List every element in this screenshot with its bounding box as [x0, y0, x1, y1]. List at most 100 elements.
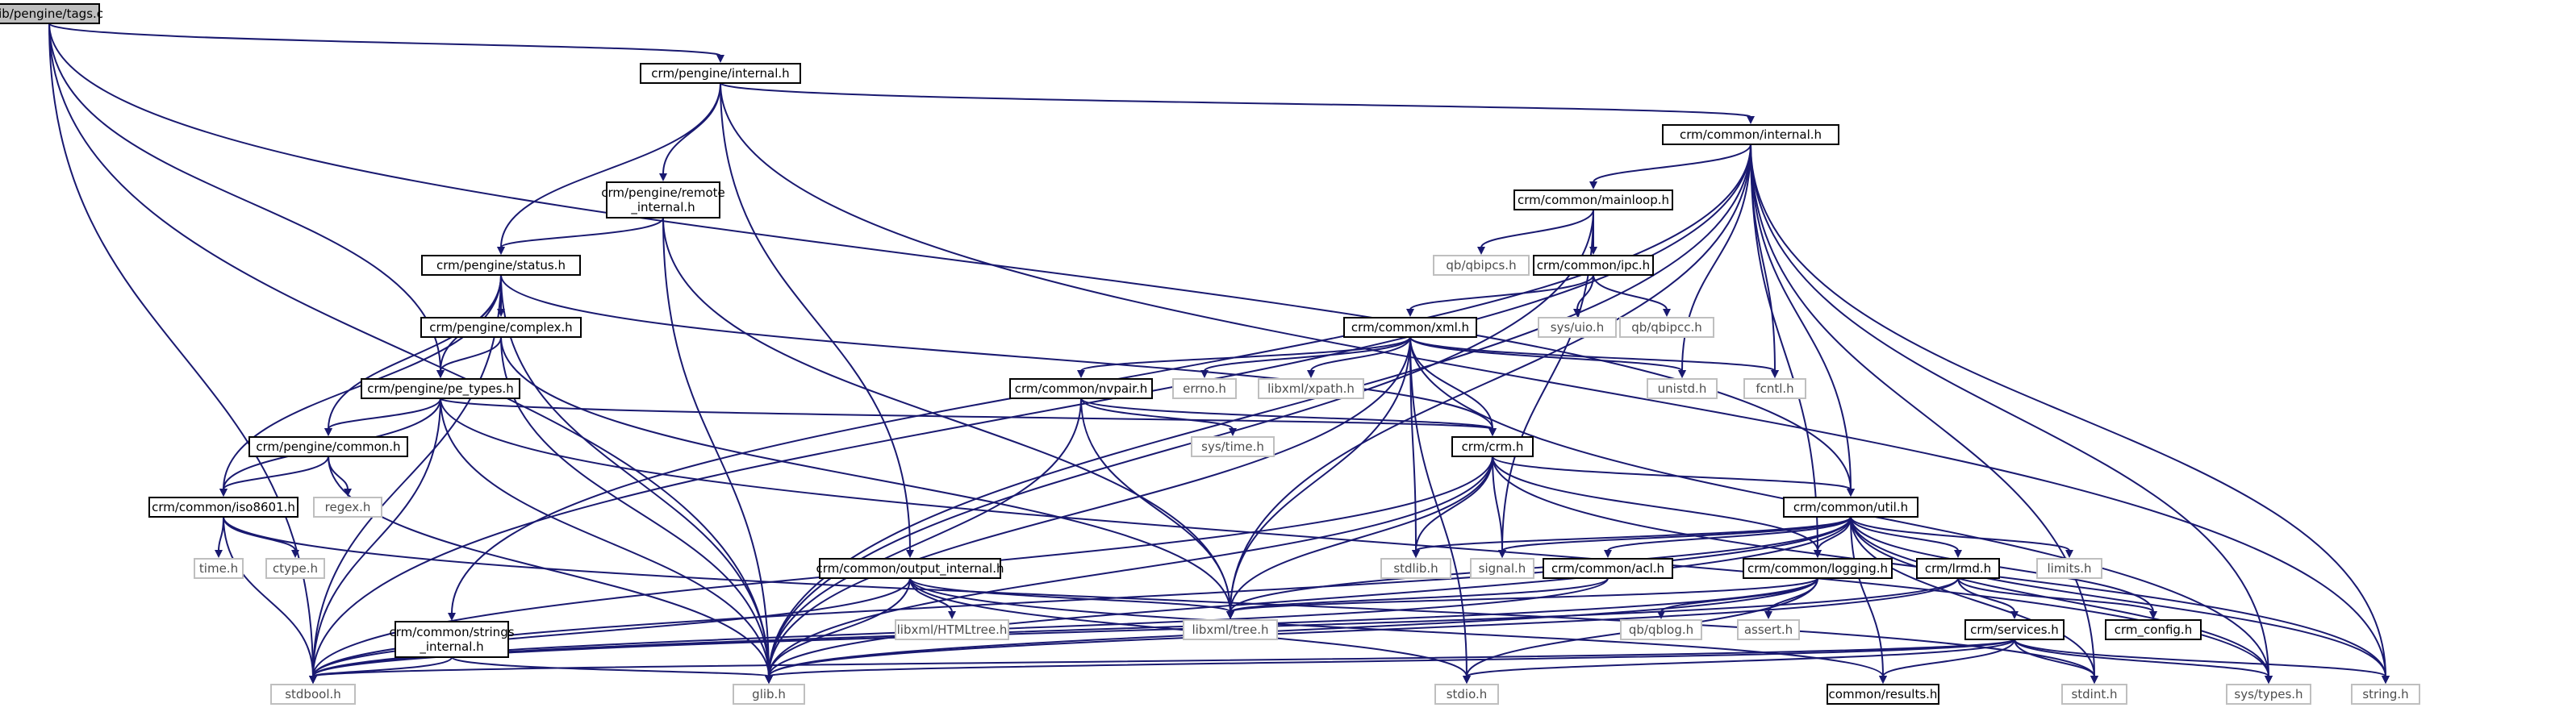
edge-tags_c-to-stdbool: [48, 23, 317, 684]
node-label: _internal.h: [419, 639, 483, 655]
edge-pe_types-to-systypes: [440, 398, 2273, 684]
node-label: crm/common/iso8601.h: [152, 500, 295, 514]
node-label: crm/common/xml.h: [1351, 320, 1469, 335]
node-ipc[interactable]: crm/common/ipc.h: [1533, 255, 1654, 276]
node-label: qb/qblog.h: [1629, 622, 1693, 637]
node-util[interactable]: crm/common/util.h: [1783, 497, 1918, 518]
edge-ipc-to-xml: [1406, 274, 1594, 317]
node-string: string.h: [2351, 684, 2420, 705]
node-label: stdlib.h: [1393, 561, 1438, 576]
edge-services-to-stdbool: [309, 639, 2015, 684]
node-mainloop[interactable]: crm/common/mainloop.h: [1513, 189, 1673, 210]
node-stdio: stdio.h: [1434, 684, 1499, 705]
node-pe-internal[interactable]: crm/pengine/internal.h: [640, 63, 801, 84]
node-label: crm/common/strings: [389, 625, 514, 639]
edge-lrmd-to-crm_config: [1957, 577, 2157, 619]
node-label: crm/pengine/pe_types.h: [367, 381, 513, 397]
node-label: crm/pengine/remote: [601, 185, 725, 200]
node-label: crm/common/output_internal.h: [816, 561, 1004, 577]
node-remote-internal[interactable]: crm/pengine/remote_internal.h: [601, 181, 725, 219]
edge-services-to-results: [1879, 639, 2015, 684]
node-pe-common[interactable]: crm/pengine/common.h: [248, 436, 408, 457]
edge-ipc-to-sysuio: [1573, 274, 1594, 317]
node-tags-c: lib/pengine/tags.c: [0, 3, 103, 24]
node-label: unistd.h: [1658, 381, 1707, 396]
edge-nvpair-to-crm: [1080, 398, 1497, 436]
edge-common_internal-to-mainloop: [1589, 144, 1751, 189]
node-label: sys/time.h: [1201, 439, 1264, 454]
edge-iso8601-to-stdbool: [223, 516, 317, 684]
node-label: crm/common/logging.h: [1747, 561, 1888, 576]
edge-util-to-signal: [1498, 516, 1852, 558]
node-label: glib.h: [752, 687, 786, 701]
edge-util-to-stdlib: [1412, 516, 1852, 558]
node-sysuio: sys/uio.h: [1538, 317, 1617, 338]
graph-nodes: lib/pengine/tags.c crm/pengine/internal.h…: [0, 3, 2420, 705]
node-label: crm/crm.h: [1462, 439, 1524, 454]
edge-xml-to-errno: [1200, 336, 1411, 378]
edge-complex-to-pe_types: [436, 336, 502, 378]
node-strings-internal[interactable]: crm/common/strings_internal.h: [389, 621, 515, 658]
edge-nvpair-to-systime: [1080, 398, 1237, 436]
edge-services-to-string: [2014, 639, 2390, 684]
node-acl[interactable]: crm/common/acl.h: [1543, 558, 1673, 579]
node-label: crm/pengine/status.h: [436, 258, 566, 273]
edge-pe_types-to-crm: [440, 398, 1497, 436]
node-lrmd[interactable]: crm/lrmd.h: [1916, 558, 2000, 579]
edge-ipc-to-qbipcc: [1593, 274, 1671, 317]
edge-mainloop-to-qbipcs: [1477, 209, 1594, 255]
node-fcntl: fcntl.h: [1743, 378, 1806, 399]
node-glib: glib.h: [733, 684, 805, 705]
node-label: crm/common/mainloop.h: [1518, 193, 1669, 207]
node-complex[interactable]: crm/pengine/complex.h: [420, 317, 582, 338]
node-label: crm_config.h: [2115, 622, 2192, 638]
node-services[interactable]: crm/services.h: [1964, 619, 2065, 640]
node-unistd: unistd.h: [1647, 378, 1718, 399]
edge-xml-to-fcntl: [1409, 336, 1779, 378]
node-logging[interactable]: crm/common/logging.h: [1743, 558, 1893, 579]
edge-common_internal-to-util: [1750, 144, 1855, 497]
node-status[interactable]: crm/pengine/status.h: [421, 255, 581, 276]
node-common-internal[interactable]: crm/common/internal.h: [1662, 124, 1839, 145]
node-stdlib: stdlib.h: [1380, 558, 1451, 579]
node-qbipcc: qb/qbipcc.h: [1619, 317, 1714, 338]
node-qbipcs: qb/qbipcs.h: [1433, 255, 1530, 276]
node-iso8601[interactable]: crm/common/iso8601.h: [148, 497, 299, 518]
edge-xml-to-unistd: [1409, 336, 1686, 378]
edge-remote_internal-to-glib: [662, 217, 773, 684]
node-errno: errno.h: [1172, 378, 1237, 399]
edge-output_internal-to-tree: [909, 577, 1234, 619]
node-label: ctype.h: [273, 561, 318, 576]
node-crm-config[interactable]: crm_config.h: [2105, 619, 2202, 640]
node-label: stdio.h: [1447, 687, 1488, 701]
node-label: crm/pengine/common.h: [256, 439, 400, 454]
edge-acl-to-tree: [1226, 577, 1609, 619]
node-label: stdbool.h: [285, 687, 341, 701]
node-label: crm/pengine/internal.h: [651, 66, 789, 81]
node-pe-types[interactable]: crm/pengine/pe_types.h: [361, 378, 520, 399]
edge-util-to-stdbool: [309, 516, 1852, 684]
node-label: _internal.h: [630, 200, 695, 215]
node-label: crm/common/ipc.h: [1537, 258, 1650, 273]
edge-xml-to-nvpair: [1077, 336, 1411, 378]
edge-nvpair-to-tree: [1080, 398, 1234, 619]
edge-util-to-lrmd: [1850, 516, 1962, 558]
node-label: qb/qbipcc.h: [1631, 320, 1702, 335]
node-xml[interactable]: crm/common/xml.h: [1343, 317, 1477, 338]
node-nvpair[interactable]: crm/common/nvpair.h: [1009, 378, 1153, 399]
node-results[interactable]: common/results.h: [1827, 684, 1939, 705]
node-output-internal[interactable]: crm/common/output_internal.h: [816, 558, 1004, 579]
edge-pe_common-to-regex: [328, 456, 352, 497]
edge-iso8601-to-time: [215, 516, 224, 558]
node-label: regex.h: [325, 500, 371, 514]
node-label: sys/types.h: [2234, 687, 2303, 701]
edge-pe_common-to-iso8601: [219, 456, 329, 497]
node-tree: libxml/tree.h: [1183, 619, 1278, 640]
edge-pe_internal-to-string: [720, 82, 2390, 684]
graph-edges: [48, 23, 2390, 684]
node-limits: limits.h: [2036, 558, 2102, 579]
node-crm[interactable]: crm/crm.h: [1451, 436, 1534, 457]
edge-tags_c-to-pe_types: [48, 23, 445, 378]
node-label: stdint.h: [2071, 687, 2117, 701]
